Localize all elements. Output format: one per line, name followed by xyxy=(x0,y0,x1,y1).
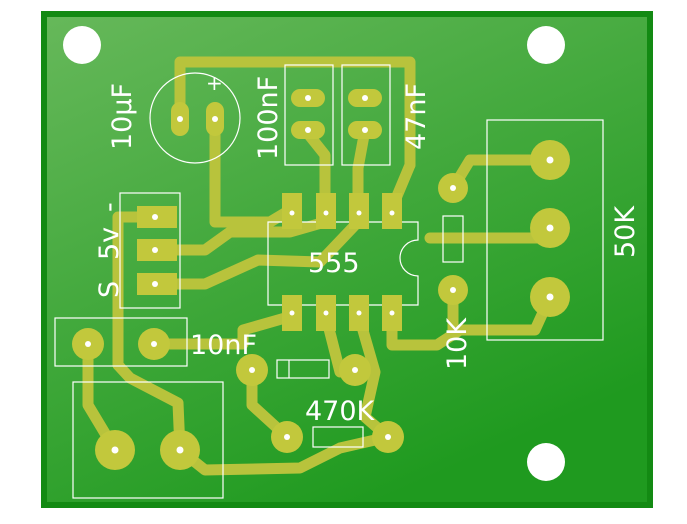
outline-pot-50K xyxy=(486,119,604,341)
trace-bottom xyxy=(174,431,394,476)
outline-diode xyxy=(276,359,330,379)
label-pin-5v: 5v xyxy=(94,227,125,260)
trace-vertical-mid xyxy=(112,359,186,456)
outline-ic-555 xyxy=(267,221,419,306)
outline-connector xyxy=(119,192,181,309)
drill-holes xyxy=(85,95,554,454)
trace-signal xyxy=(147,216,364,290)
label-cap-10nF: 10nF xyxy=(190,330,257,361)
outline-resistor-470K xyxy=(312,426,364,448)
mounting-holes xyxy=(63,26,565,481)
label-cap-100nF: 100nF xyxy=(253,76,284,160)
silkscreen-outlines xyxy=(54,64,604,499)
trace-pin-right-bottom xyxy=(386,291,556,351)
label-ic-555: 555 xyxy=(308,248,360,279)
outline-cap-10nF xyxy=(54,317,188,367)
mounting-hole-top-right xyxy=(527,26,565,64)
label-pot-50K: 50K xyxy=(610,205,641,258)
mounting-hole-top-left xyxy=(63,26,101,64)
polarity-plus-label: + xyxy=(206,71,223,95)
outline-resistor-10K xyxy=(442,215,464,263)
outline-output-connector xyxy=(72,381,224,499)
label-pin-minus: - xyxy=(94,202,125,212)
trace-10nF xyxy=(148,310,298,350)
label-cap-10uF: 10µF xyxy=(107,83,138,150)
label-pin-s: S xyxy=(94,281,125,298)
silkscreen-labels: 10µF 100nF 47nF 555 50K 10K 10nF 470K - … xyxy=(94,76,641,427)
trace-cap-left xyxy=(209,114,296,228)
trace-top-bus xyxy=(174,56,416,171)
label-cap-47nF: 47nF xyxy=(401,83,432,150)
outline-cap-100nF xyxy=(284,64,334,166)
label-resistor-10K: 10K xyxy=(442,317,473,370)
label-resistor-470K: 470K xyxy=(305,396,376,427)
outline-cap-47nF xyxy=(341,64,391,166)
mounting-hole-bottom-right xyxy=(527,443,565,481)
outline-electrolytic-cap xyxy=(149,72,241,164)
